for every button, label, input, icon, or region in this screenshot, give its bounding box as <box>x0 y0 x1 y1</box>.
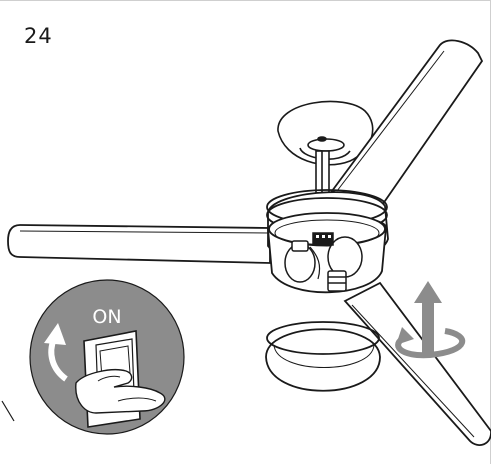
edge-line <box>1 400 15 422</box>
blade-lower-right <box>343 281 491 446</box>
wall-switch-callout: ON <box>29 279 185 435</box>
rotate-twist-up-icon <box>395 281 466 359</box>
downrod <box>315 150 330 194</box>
step-number: 24 <box>24 24 53 48</box>
blade-left <box>7 224 271 264</box>
led-bulbs <box>284 232 363 292</box>
switch-on-label: ON <box>92 306 121 328</box>
glass-shade <box>265 321 381 392</box>
blade-upper-right <box>330 39 484 213</box>
